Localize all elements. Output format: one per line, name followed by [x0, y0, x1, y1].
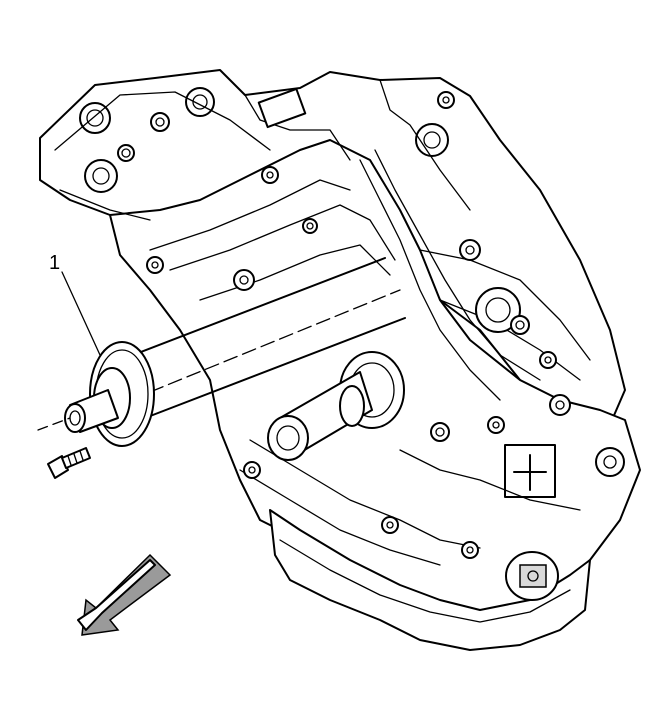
crankshaft-tool: [37, 257, 406, 447]
callout-leader-line: [61, 271, 101, 356]
bolt-icon: [47, 447, 91, 479]
front-direction-arrow-icon: [77, 553, 172, 636]
callout-label: 1: [49, 252, 61, 274]
block-cross-mark: [504, 444, 556, 498]
crank-sensor: [505, 551, 559, 601]
camshaft-journal: [267, 351, 405, 461]
